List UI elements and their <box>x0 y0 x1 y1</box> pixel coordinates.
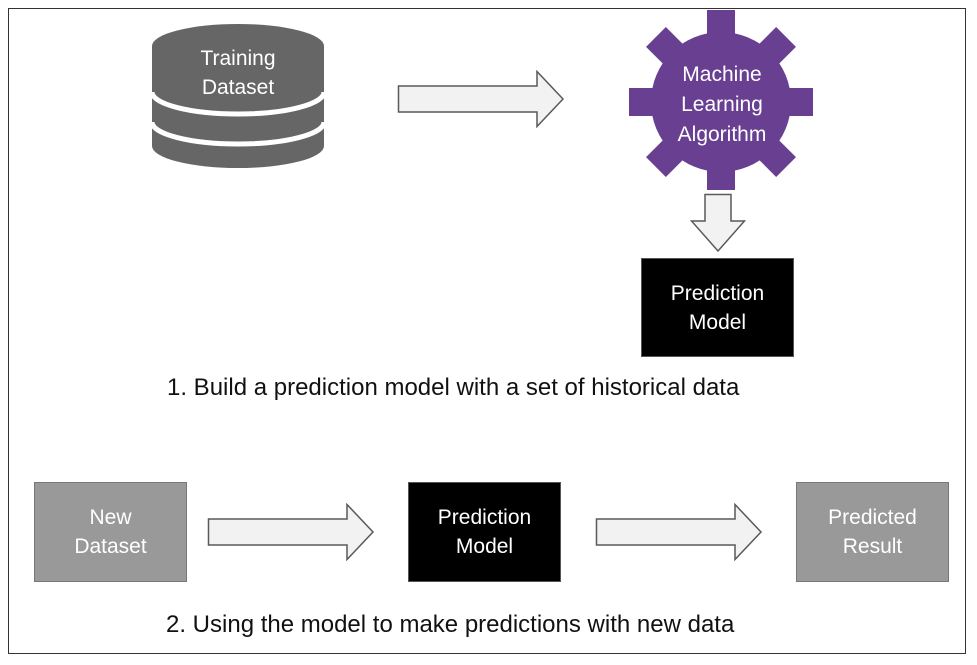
prediction-model-line1: Prediction <box>437 506 532 529</box>
predicted-result-box: Predicted Result <box>796 482 949 582</box>
arrow-right-icon <box>595 503 763 561</box>
new-dataset-line1: New <box>89 506 132 529</box>
step2-caption: 2. Using the model to make predictions w… <box>166 611 735 638</box>
step1-caption: 1. Build a prediction model with a set o… <box>167 374 740 401</box>
training-dataset-label-line1: Training <box>200 47 276 70</box>
ml-algorithm-label-line1: Machine <box>682 63 762 86</box>
prediction-model-box: Prediction Model <box>408 482 561 582</box>
ml-algorithm-gear-icon <box>629 10 813 190</box>
arrow-right-icon <box>397 70 565 128</box>
ml-algorithm-label: Machine Learning Algorithm <box>640 60 804 150</box>
ml-algorithm-label-line2: Learning <box>681 93 763 116</box>
training-dataset-label-line2: Dataset <box>201 76 275 99</box>
prediction-model-box: Prediction Model <box>641 258 794 357</box>
new-dataset-line2: Dataset <box>74 535 147 558</box>
prediction-model-line2: Model <box>688 310 747 334</box>
predicted-result-line2: Result <box>842 535 903 558</box>
training-dataset-label: Training Dataset <box>150 44 326 102</box>
arrow-down-icon <box>690 193 746 253</box>
prediction-model-line1: Prediction <box>670 281 765 305</box>
new-dataset-box: New Dataset <box>34 482 187 582</box>
training-dataset-database-icon <box>150 24 327 168</box>
arrow-right-icon <box>207 503 375 561</box>
prediction-model-line2: Model <box>455 535 514 558</box>
ml-algorithm-label-line3: Algorithm <box>677 123 767 146</box>
predicted-result-line1: Predicted <box>828 506 917 529</box>
